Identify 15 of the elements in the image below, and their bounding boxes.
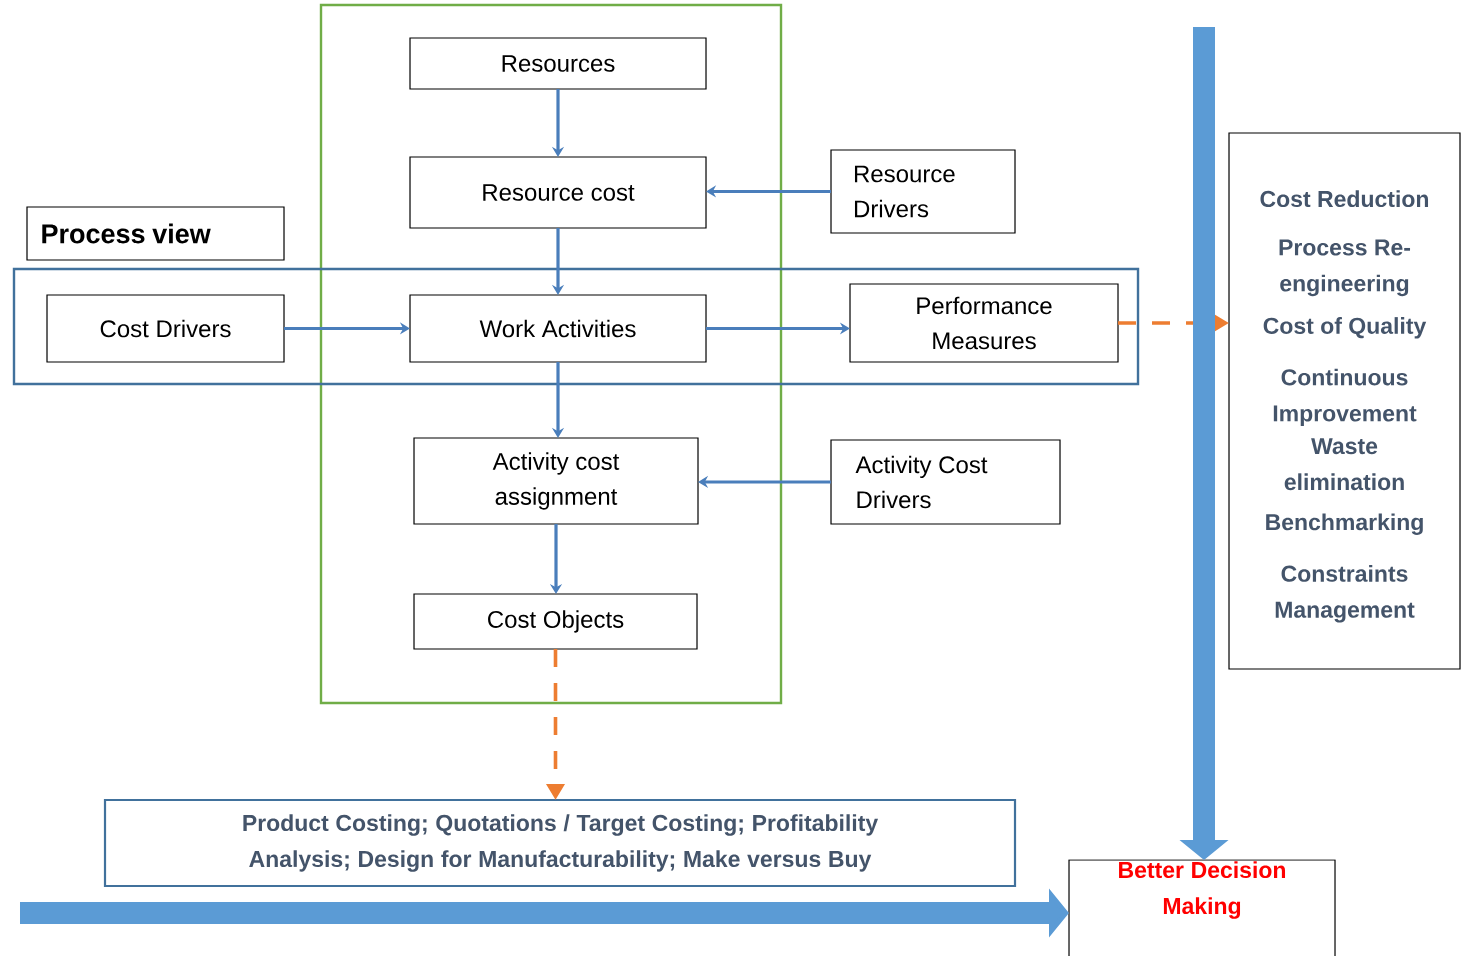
process-box: Resources — [409, 37, 707, 90]
driver-box: Activity Cost Drivers — [830, 439, 1061, 525]
process-box: Activity cost assignment — [413, 437, 699, 525]
driver-box: Cost Drivers — [46, 294, 285, 363]
process-box: Cost Objects — [413, 593, 698, 650]
heading-box: Process view — [26, 206, 285, 261]
measures-box: Performance Measures — [849, 283, 1119, 363]
driver-box: Resource Drivers — [830, 149, 1016, 234]
group-frame — [319, 3, 783, 705]
decision-box: Better Decision Making — [1068, 859, 1336, 956]
process-band — [12, 267, 1140, 386]
process-box: Resource cost — [409, 156, 707, 229]
process-box: Work Activities — [409, 294, 707, 363]
benefits-list: Cost Reduction Process Re-engineering Cost of Quality Continuous Improvement Waste elimination Benchmarking Constraints Management — [1228, 132, 1461, 670]
applications-box: Product Costing; Quotations / Target Costing; Profitability Analysis; Design for Manufacturability; Make versus Buy — [103, 798, 1017, 888]
